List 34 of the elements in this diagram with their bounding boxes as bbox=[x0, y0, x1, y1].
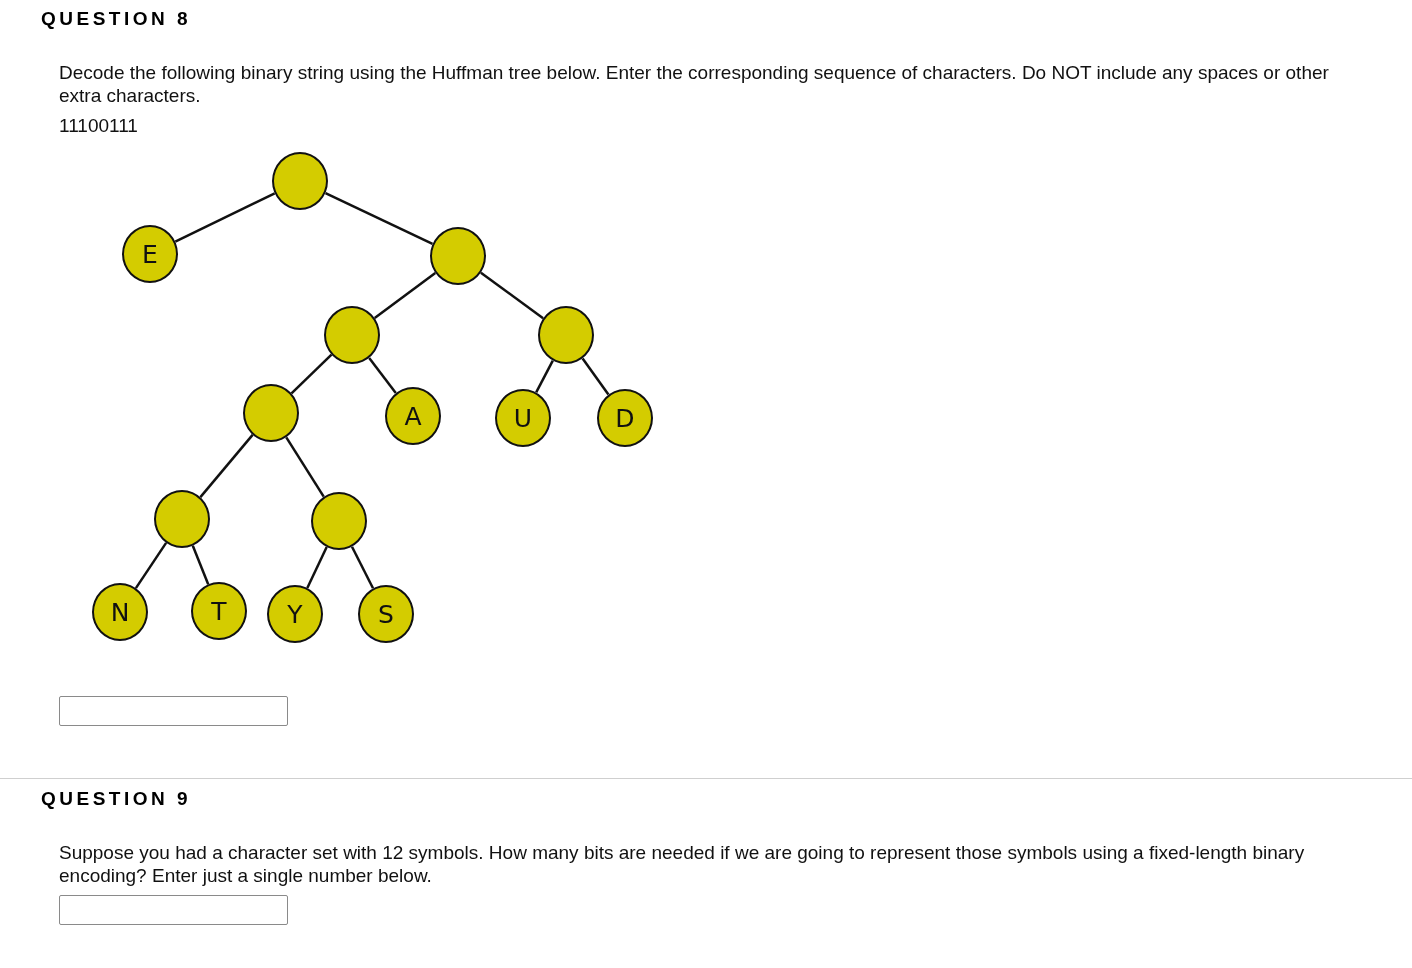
tree-node bbox=[243, 384, 299, 442]
tree-edge bbox=[191, 545, 210, 585]
tree-edge bbox=[285, 436, 325, 498]
tree-node: E bbox=[122, 225, 178, 283]
question-heading: QUESTION 8 bbox=[41, 7, 192, 30]
tree-edge bbox=[324, 191, 434, 246]
tree-edge bbox=[174, 192, 276, 243]
tree-node bbox=[538, 306, 594, 364]
tree-node bbox=[272, 152, 328, 210]
tree-node: A bbox=[385, 387, 441, 445]
tree-node: S bbox=[358, 585, 414, 643]
tree-edge bbox=[134, 542, 168, 589]
tree-edge bbox=[535, 360, 554, 393]
tree-edge bbox=[480, 271, 544, 320]
question-text: Suppose you had a character set with 12 symbols. How many bits are needed if we are going to represent those symbols using a fixed-length binary encoding? Enter just a single number below. bbox=[59, 841, 1306, 887]
tree-node: U bbox=[495, 389, 551, 447]
question-text: Decode the following binary string using the Huffman tree below. Enter the corresponding sequence of characters. Do NOT include any spaces or other extra characters. bbox=[59, 61, 1330, 107]
tree-edge bbox=[199, 434, 254, 498]
tree-edge bbox=[350, 546, 375, 589]
tree-edge bbox=[581, 357, 610, 396]
tree-edge bbox=[373, 271, 437, 320]
tree-node: D bbox=[597, 389, 653, 447]
question-heading: QUESTION 9 bbox=[41, 787, 192, 810]
tree-node: Y bbox=[267, 585, 323, 643]
tree-node bbox=[311, 492, 367, 550]
tree-edge bbox=[368, 357, 397, 394]
tree-node bbox=[154, 490, 210, 548]
tree-edge bbox=[290, 353, 333, 395]
tree-node: T bbox=[191, 582, 247, 640]
tree-node bbox=[324, 306, 380, 364]
tree-node bbox=[430, 227, 486, 285]
binary-string: 11100111 bbox=[59, 114, 138, 137]
tree-node: N bbox=[92, 583, 148, 641]
tree-edge bbox=[306, 546, 328, 589]
